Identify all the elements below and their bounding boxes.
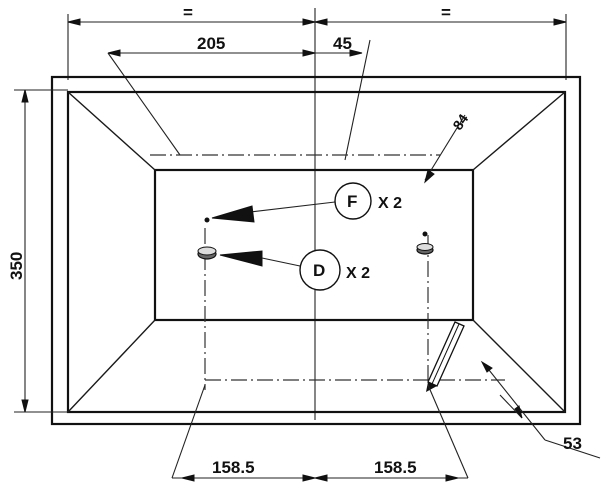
leader-line (484, 364, 546, 441)
corner-line (67, 319, 156, 413)
fastener-pin-top (422, 231, 428, 237)
arrowhead (181, 474, 195, 482)
leader-line (544, 439, 601, 459)
equal-mark-right: = (441, 3, 451, 22)
callout-leader (249, 201, 336, 213)
angle-leader (424, 114, 466, 181)
offset-left-label: 205 (197, 34, 225, 53)
side-dimension-label: 350 (7, 252, 26, 280)
inner-frame (66, 90, 567, 414)
tray-bottom (153, 168, 475, 322)
corner-line (472, 91, 566, 171)
arrowhead (21, 89, 29, 103)
callout-circle (299, 249, 341, 291)
leader-line (107, 52, 181, 156)
arrowhead (314, 474, 328, 482)
arrowhead (302, 474, 316, 482)
pencil-icon (426, 321, 465, 392)
angle-label: 84 (449, 111, 471, 133)
leader-line (344, 39, 371, 161)
callout-d: D X 2 (219, 249, 370, 291)
offset-right-label: 45 (333, 34, 352, 53)
leader-line (427, 384, 469, 479)
arrowhead (302, 18, 316, 26)
box-outline (50, 75, 582, 426)
bottom-left-label: 158.5 (212, 458, 255, 477)
bottom-dimension-group: 158.5 158.5 (171, 384, 469, 482)
fastener-pin-top (204, 217, 210, 223)
arrowhead (424, 169, 435, 184)
callout-letter: D (313, 261, 325, 280)
callout-letter: F (347, 192, 357, 211)
arrowhead (349, 49, 363, 57)
side-dimension-group: 350 (7, 89, 68, 413)
arrowhead (107, 49, 121, 57)
leader-line (499, 394, 523, 419)
bottom-right-label: 158.5 (374, 458, 417, 477)
arrowhead (314, 18, 328, 26)
arrowhead (67, 18, 81, 26)
callout-circle (334, 182, 372, 220)
arrowhead (21, 399, 29, 413)
fastener-disc-top (416, 243, 434, 251)
fastener-right (416, 231, 434, 255)
arrowhead (302, 49, 316, 57)
callout-multiplier: X 2 (346, 265, 370, 282)
equal-mark-left: = (183, 3, 193, 22)
callout-f: F X 2 (211, 182, 402, 223)
outer-frame (50, 75, 582, 426)
corner-line (67, 91, 156, 171)
leader-line (171, 384, 206, 479)
top-dimension-group: = = 205 45 (67, 3, 567, 420)
callout-arrow (211, 205, 255, 223)
callout-leader (261, 257, 301, 267)
arrowhead (445, 474, 459, 482)
fastener-disc-top (197, 246, 217, 256)
corner-dimension-label: 53 (563, 434, 582, 453)
arrowhead (480, 360, 493, 373)
arrowhead (553, 18, 567, 26)
callout-arrow (219, 250, 263, 267)
angle-mark: 84 (424, 111, 471, 184)
arrowhead (514, 405, 523, 419)
callout-multiplier: X 2 (378, 195, 402, 212)
corner-line (472, 319, 566, 413)
fastener-left (197, 217, 217, 260)
